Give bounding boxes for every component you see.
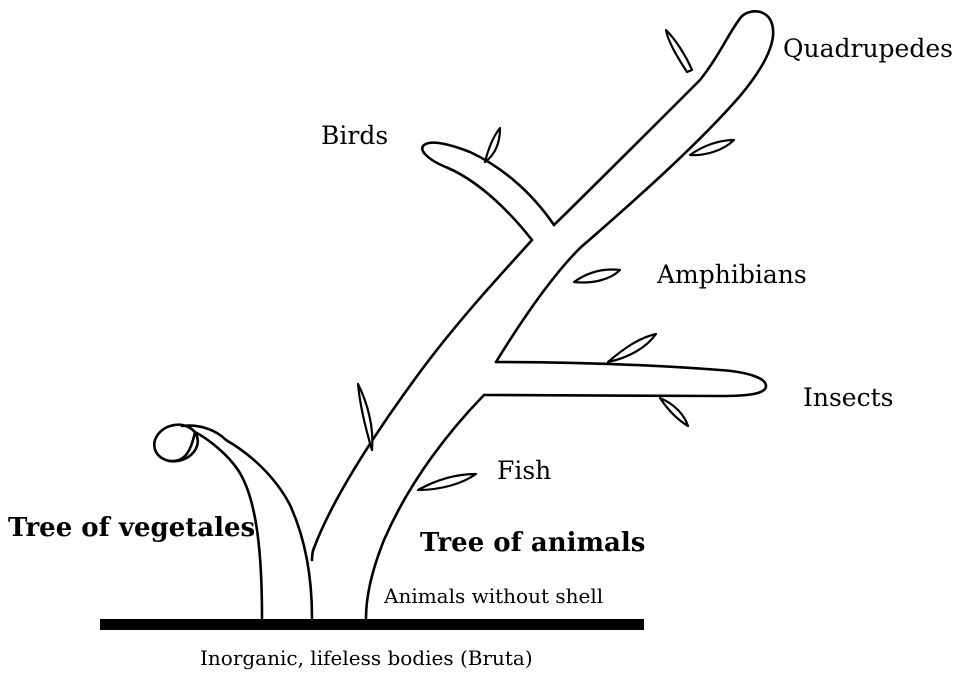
label-amphibians: Amphibians bbox=[657, 262, 807, 287]
leaf-insects-lower bbox=[660, 398, 688, 426]
trunk-junction bbox=[312, 548, 314, 560]
leaf-fish bbox=[418, 474, 476, 490]
label-insects: Insects bbox=[803, 385, 893, 410]
label-birds: Birds bbox=[321, 123, 388, 148]
label-tree-of-animals: Tree of animals bbox=[420, 530, 645, 556]
leaf-insects-upper bbox=[608, 334, 656, 362]
label-animals-without-shell: Animals without shell bbox=[384, 586, 603, 606]
label-fish: Fish bbox=[497, 458, 551, 483]
label-tree-of-vegetales: Tree of vegetales bbox=[8, 515, 255, 541]
leaf-trunk bbox=[358, 384, 372, 450]
insects-branch-outline bbox=[484, 362, 766, 396]
leaf-quadrupedes bbox=[666, 30, 692, 72]
label-inorganic-bodies: Inorganic, lifeless bodies (Bruta) bbox=[200, 648, 533, 668]
quadrupedes-branch-outline bbox=[554, 11, 773, 248]
leaf-birds bbox=[485, 128, 500, 162]
vegetales-branch-bottom-edge bbox=[170, 432, 195, 461]
ground-bar bbox=[100, 619, 644, 630]
label-quadrupedes: Quadrupedes bbox=[783, 36, 953, 61]
leaf-amphibians bbox=[574, 270, 620, 283]
